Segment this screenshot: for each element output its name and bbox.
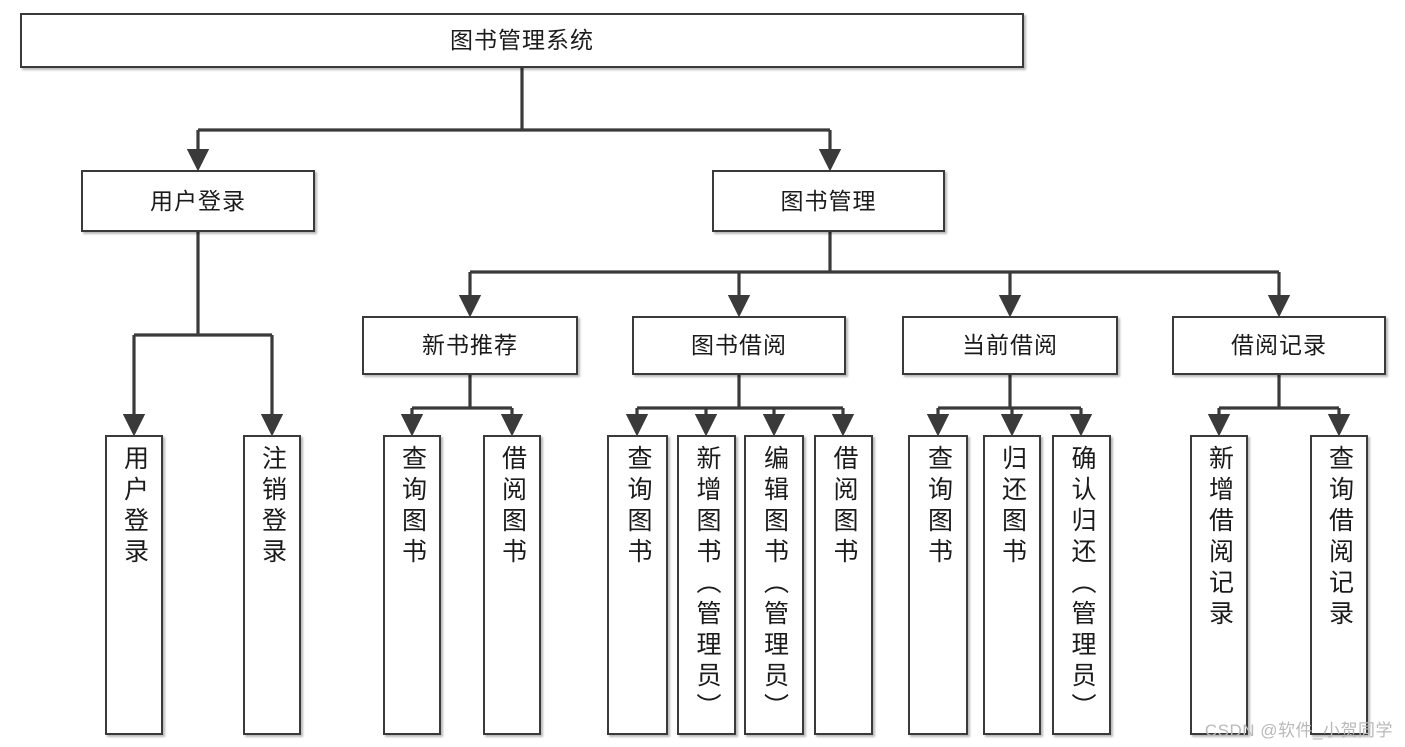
node-book-borrow[interactable]: 图书借阅 <box>632 316 846 375</box>
leaf-confirm-return-admin-label: 确认归还（管理员） <box>1068 445 1096 724</box>
node-new-book-recommend-label: 新书推荐 <box>422 332 518 359</box>
node-current-borrow-label: 当前借阅 <box>962 332 1058 359</box>
node-user-login-label: 用户登录 <box>150 187 246 214</box>
leaf-edit-book-admin-label: 编辑图书（管理员） <box>760 445 789 724</box>
leaf-return-book[interactable]: 归还图书 <box>983 435 1041 735</box>
leaf-add-borrow-record[interactable]: 新增借阅记录 <box>1190 435 1248 735</box>
leaf-query-book-current[interactable]: 查询图书 <box>908 435 968 735</box>
leaf-user-login[interactable]: 用户登录 <box>105 435 163 735</box>
leaf-borrow-book-label: 借阅图书 <box>830 445 858 569</box>
node-book-borrow-label: 图书借阅 <box>691 332 787 359</box>
node-root-label: 图书管理系统 <box>450 27 594 54</box>
leaf-user-login-label: 用户登录 <box>120 445 149 569</box>
leaf-logout[interactable]: 注销登录 <box>243 435 301 735</box>
leaf-logout-label: 注销登录 <box>258 445 287 569</box>
node-new-book-recommend[interactable]: 新书推荐 <box>362 316 578 375</box>
leaf-borrow-book[interactable]: 借阅图书 <box>814 435 873 735</box>
node-current-borrow[interactable]: 当前借阅 <box>902 316 1118 375</box>
csdn-watermark: CSDN @软件_小贺同学 <box>1204 721 1393 740</box>
leaf-query-book-borrow[interactable]: 查询图书 <box>607 435 668 735</box>
node-user-login[interactable]: 用户登录 <box>81 170 315 232</box>
leaf-borrow-book-newbook[interactable]: 借阅图书 <box>483 435 541 735</box>
node-borrow-records[interactable]: 借阅记录 <box>1172 316 1386 375</box>
leaf-query-borrow-record[interactable]: 查询借阅记录 <box>1310 435 1368 735</box>
leaf-edit-book-admin[interactable]: 编辑图书（管理员） <box>744 435 804 735</box>
leaf-query-book-current-label: 查询图书 <box>924 445 953 569</box>
leaf-query-book-borrow-label: 查询图书 <box>624 445 652 569</box>
node-book-management-label: 图书管理 <box>780 187 877 214</box>
node-book-management[interactable]: 图书管理 <box>712 170 945 232</box>
leaf-add-book-admin-label: 新增图书（管理员） <box>693 445 721 724</box>
node-root[interactable]: 图书管理系统 <box>20 13 1024 68</box>
leaf-confirm-return-admin[interactable]: 确认归还（管理员） <box>1052 435 1111 735</box>
leaf-query-book-newbook[interactable]: 查询图书 <box>383 435 441 735</box>
leaf-add-borrow-record-label: 新增借阅记录 <box>1205 445 1234 631</box>
leaf-add-book-admin[interactable]: 新增图书（管理员） <box>677 435 736 735</box>
leaf-return-book-label: 归还图书 <box>998 445 1027 569</box>
leaf-query-borrow-record-label: 查询借阅记录 <box>1325 445 1354 631</box>
leaf-borrow-book-newbook-label: 借阅图书 <box>498 445 527 569</box>
leaf-query-book-newbook-label: 查询图书 <box>398 445 427 569</box>
node-borrow-records-label: 借阅记录 <box>1231 332 1327 359</box>
